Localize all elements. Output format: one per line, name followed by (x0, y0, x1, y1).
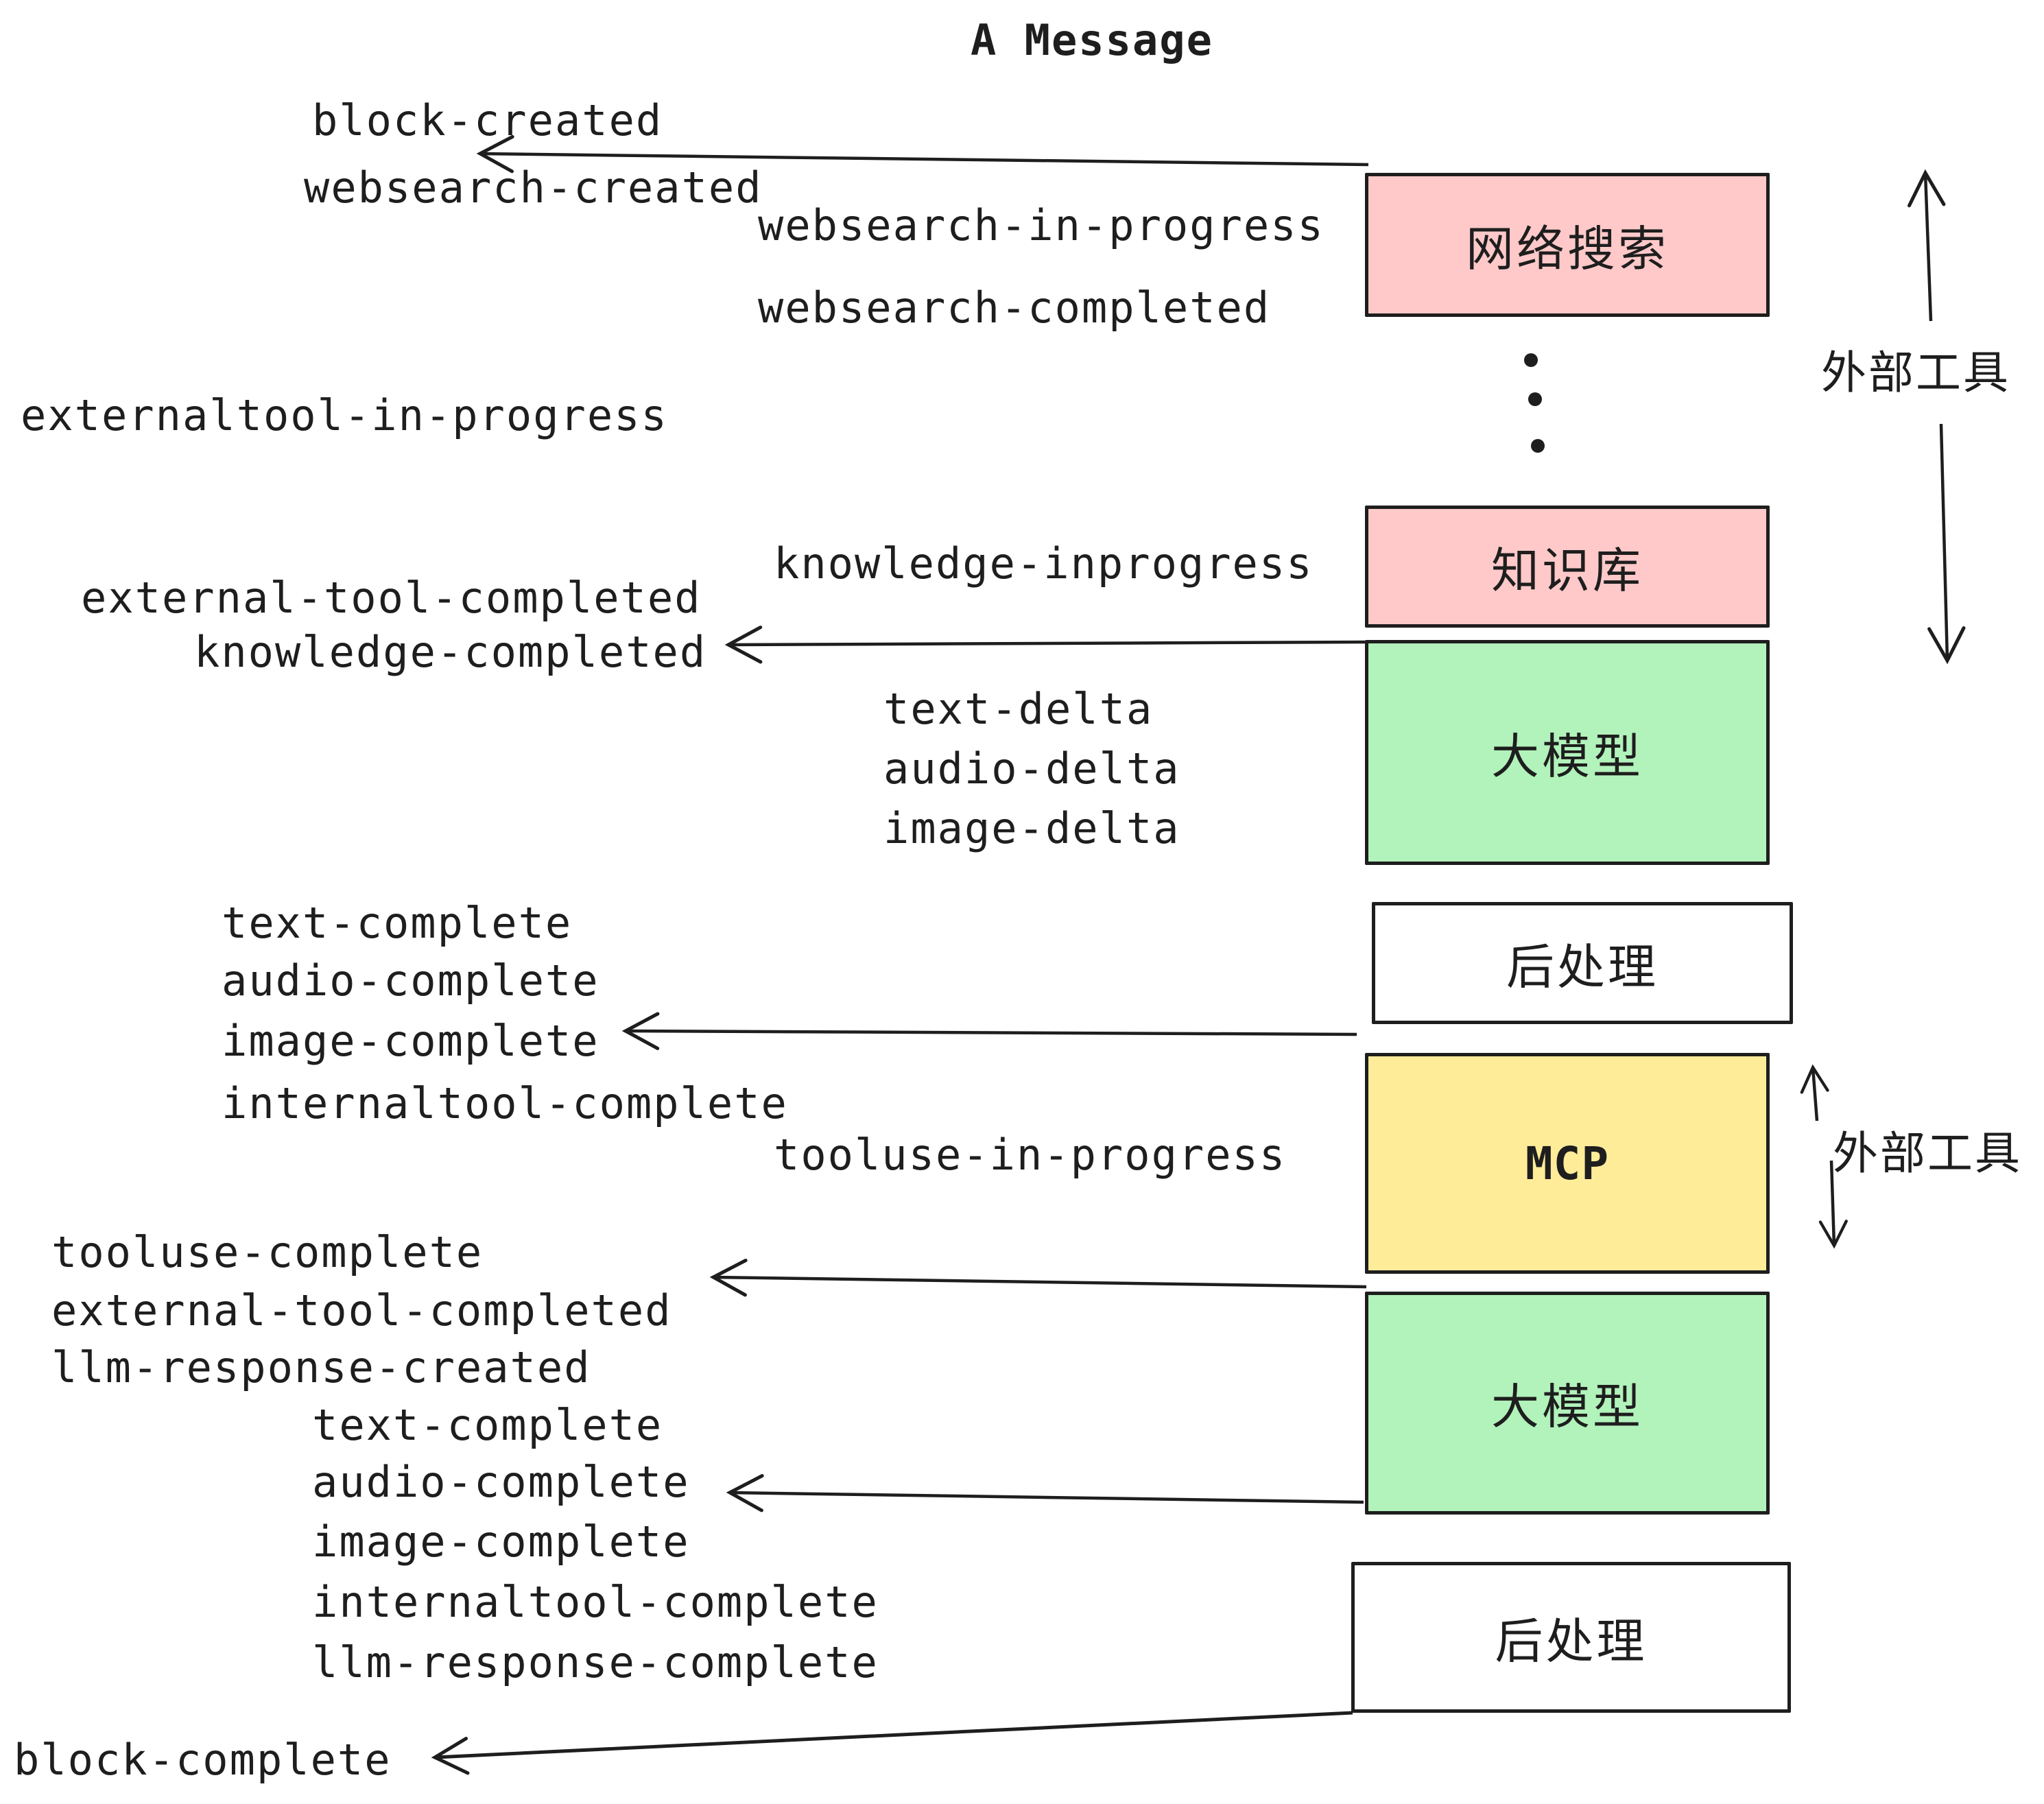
node-postprocess-1-label: 后处理 (1506, 940, 1659, 994)
node-llm-1-label: 大模型 (1491, 729, 1643, 783)
node-llm-1: 大模型 (1365, 640, 1770, 865)
node-mcp-label: MCP (1525, 1137, 1610, 1190)
ellipsis-dot-icon (1531, 439, 1545, 453)
node-websearch-label: 网络搜索 (1466, 222, 1669, 276)
node-mcp: MCP (1365, 1053, 1770, 1274)
event-image-complete: image-complete (222, 1016, 599, 1066)
event-block-complete: block-complete (14, 1735, 392, 1785)
arrow-block-complete (431, 1711, 1353, 1775)
arrow-knowledge-completed (724, 626, 1366, 664)
node-knowledge-label: 知识库 (1491, 543, 1643, 597)
event-internaltool-complete: internaltool-complete (222, 1078, 788, 1128)
ellipsis-dot-icon (1528, 392, 1542, 406)
node-knowledge: 知识库 (1365, 506, 1770, 628)
node-postprocess-2-label: 后处理 (1495, 1614, 1648, 1668)
arrow-internaltool-complete (621, 1012, 1357, 1050)
event-external-tool-completed-2: external-tool-completed (51, 1285, 672, 1336)
event-text-complete: text-complete (222, 898, 573, 948)
event-image-complete-2: image-complete (312, 1517, 690, 1567)
node-llm-2-label: 大模型 (1491, 1380, 1643, 1434)
event-block-created: block-created (312, 95, 663, 145)
node-postprocess-2: 后处理 (1351, 1562, 1791, 1713)
node-websearch: 网络搜索 (1365, 173, 1770, 317)
event-internaltool-complete-2: internaltool-complete (312, 1577, 879, 1627)
mcp-external-tools-up-arrow (1800, 1064, 1829, 1121)
external-tools-annotation-2: 外部工具 (1833, 1128, 2022, 1178)
arrow-tooluse-complete (709, 1258, 1367, 1297)
node-postprocess-1: 后处理 (1372, 902, 1793, 1024)
node-llm-2: 大模型 (1365, 1292, 1770, 1515)
external-tools-down-arrow (1927, 423, 1966, 665)
event-websearch-in-progress: websearch-in-progress (758, 200, 1324, 250)
event-websearch-completed: websearch-completed (758, 283, 1271, 333)
event-text-delta: text-delta (883, 684, 1154, 734)
event-llm-response-created: llm-response-created (51, 1342, 591, 1392)
event-text-complete-2: text-complete (312, 1400, 663, 1450)
event-external-tool-completed: external-tool-completed (81, 573, 702, 623)
event-image-delta: image-delta (883, 803, 1180, 853)
event-audio-complete: audio-complete (222, 956, 599, 1006)
ellipsis-dot-icon (1524, 353, 1538, 367)
event-audio-delta: audio-delta (883, 744, 1180, 794)
external-tools-up-arrow (1908, 169, 1946, 322)
event-knowledge-completed: knowledge-completed (194, 627, 707, 677)
arrow-audio-complete (726, 1473, 1364, 1512)
event-llm-response-complete: llm-response-complete (312, 1637, 879, 1687)
diagram-title: A Message (971, 15, 1213, 65)
event-knowledge-inprogress: knowledge-inprogress (774, 538, 1314, 589)
event-websearch-created: websearch-created (304, 163, 763, 213)
event-tooluse-complete: tooluse-complete (51, 1227, 484, 1277)
event-audio-complete-2: audio-complete (312, 1457, 690, 1507)
event-tooluse-in-progress: tooluse-in-progress (774, 1130, 1287, 1180)
event-externaltool-in-progress: externaltool-in-progress (21, 390, 668, 440)
external-tools-annotation-1: 外部工具 (1821, 347, 2010, 398)
